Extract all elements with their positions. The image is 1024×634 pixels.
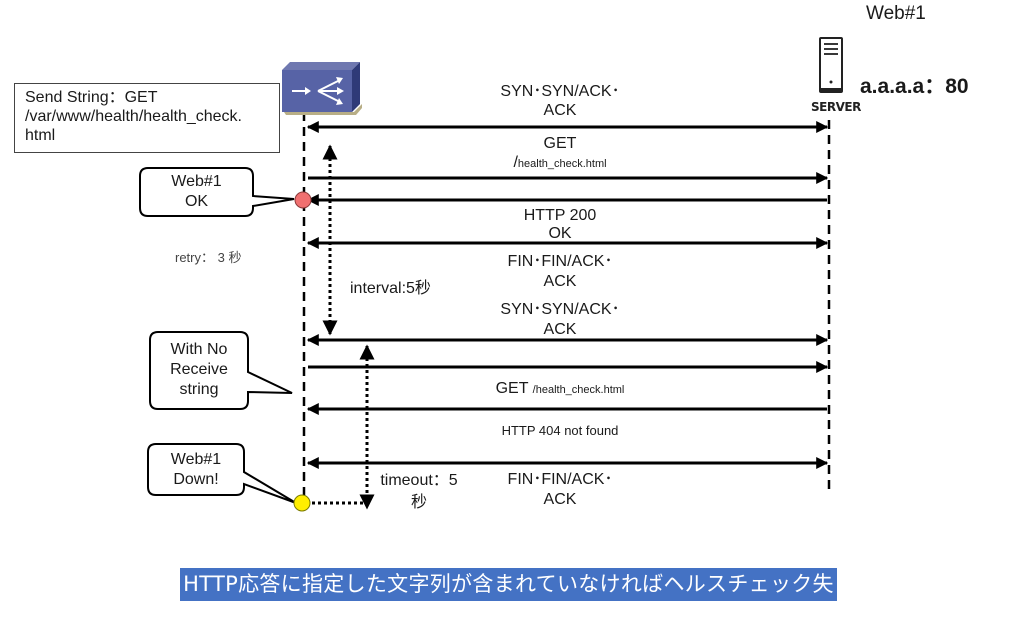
down-marker [293,494,311,512]
load-balancer-icon [282,62,362,115]
callout-down [147,443,297,504]
send-string-line3: html [25,127,56,144]
handshake1-label: SYN･SYN/ACK･ACK [500,83,620,119]
get1-label: GET /health_check.html [513,135,607,171]
fin1-label: FIN･FIN/ACK･ACK [507,253,613,290]
send-string-line2: /var/www/health/health_check. [25,108,242,125]
server-icon-label: SERVER [811,100,861,114]
callout-ok [139,167,295,217]
get2-label: GET /health_check.html [495,380,625,397]
server-name: Web#1 [866,3,926,24]
fin2-label: FIN･FIN/ACK･ACK [507,471,613,508]
summary-banner: HTTP応答に指定した文字列が含まれていなければヘルスチェック失敗と見なす [180,568,837,629]
sequence-diagram [139,37,843,512]
handshake2-label: SYN･SYN/ACK･ACK [500,301,620,338]
http404-label: HTTP 404 not found [501,423,619,438]
callout-no-receive [149,331,293,410]
server-icon [819,37,843,93]
interval-label: interval:5秒 [350,280,431,297]
ok-marker [294,191,312,209]
send-string-line1: Send String：GET [25,89,158,106]
server-address: a.a.a.a：80 [860,75,969,98]
send-string-box: Send String：GET /var/www/health/health_c… [14,83,280,153]
retry-label: retry： 3 秒 [175,250,242,265]
